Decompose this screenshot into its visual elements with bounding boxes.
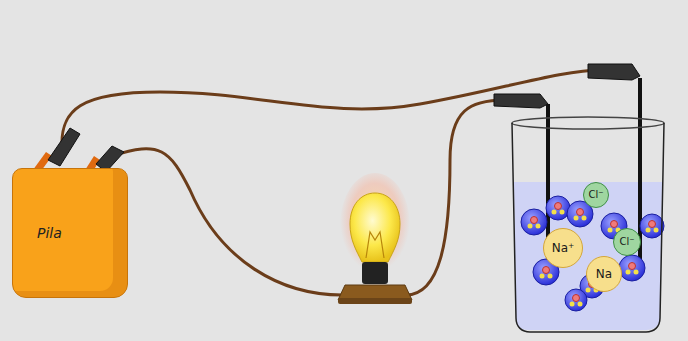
water-molecule xyxy=(565,289,587,311)
ion-circle: Na⁺ xyxy=(543,228,583,268)
water-molecule xyxy=(546,196,570,220)
water-molecule xyxy=(521,209,547,235)
node-label: Na⁺ xyxy=(552,242,575,254)
node-label: Pila xyxy=(37,226,62,240)
water-molecule xyxy=(619,255,645,281)
node-label: Cl⁻ xyxy=(588,190,603,200)
ion-circle: Na xyxy=(586,256,622,292)
ion-circle: Cl⁻ xyxy=(583,182,609,208)
wire xyxy=(405,100,505,295)
electrodes xyxy=(494,64,642,268)
node-label: Cl⁻ xyxy=(619,237,634,247)
node-label: Na xyxy=(596,268,612,280)
water-molecules xyxy=(521,196,664,311)
beaker xyxy=(512,117,664,332)
wire xyxy=(112,149,345,295)
battery: Pila xyxy=(12,168,128,298)
water-molecule xyxy=(640,214,664,238)
light-bulb xyxy=(338,173,412,304)
wire xyxy=(62,70,602,148)
ion-circle: Cl⁻ xyxy=(613,228,641,256)
